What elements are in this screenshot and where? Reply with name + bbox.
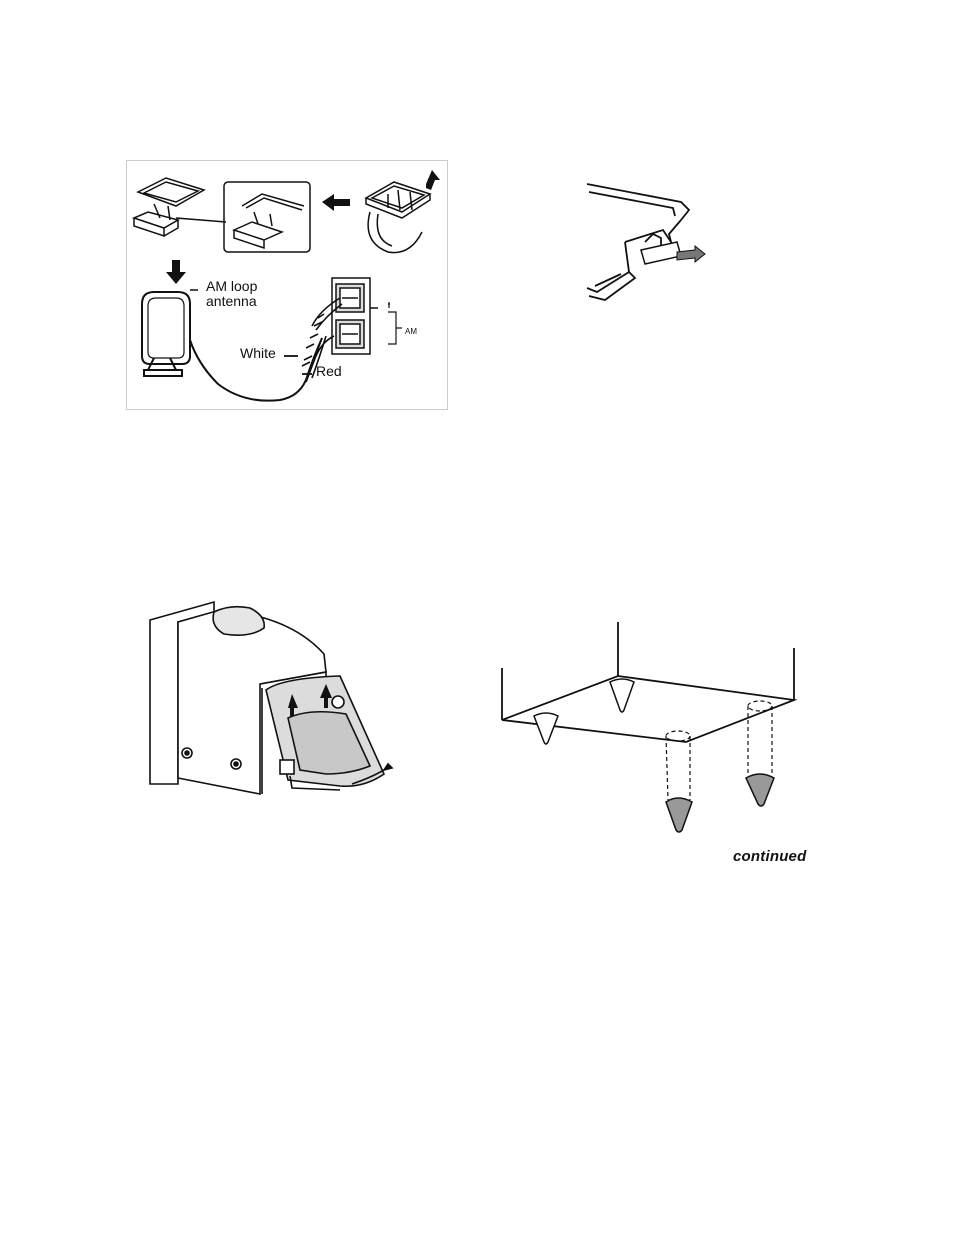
red-wire-label: Red (316, 364, 342, 379)
folded-antenna-drawing (366, 182, 430, 253)
am-antenna-figure: AM loop antenna White Red AM (126, 160, 448, 410)
speaker-mount-figure (140, 598, 398, 798)
white-wire-label: White (240, 346, 276, 361)
arrow-up-icon (426, 170, 440, 190)
remote-insulation-figure (585, 180, 710, 315)
am-loop-antenna-label-line1: AM loop (206, 279, 257, 294)
remote-insulation-illustration (585, 180, 710, 315)
antenna-assembly-drawing (134, 178, 226, 236)
arrow-left-icon (322, 194, 350, 211)
speaker-foot (666, 774, 774, 832)
pull-arrow-icon (677, 246, 705, 262)
speaker-feet-figure (498, 618, 798, 866)
antenna-detail-zoom (224, 182, 310, 252)
arrow-down-icon (166, 260, 186, 284)
am-antenna-illustration (126, 160, 448, 410)
speaker-feet-illustration (498, 618, 798, 866)
speaker-mount-illustration (140, 598, 398, 798)
antenna-terminal-block (332, 278, 378, 354)
am-terminal-label: AM (405, 324, 417, 339)
am-loop-antenna-label-line2: antenna (206, 294, 257, 309)
continued-label: continued (733, 848, 806, 865)
